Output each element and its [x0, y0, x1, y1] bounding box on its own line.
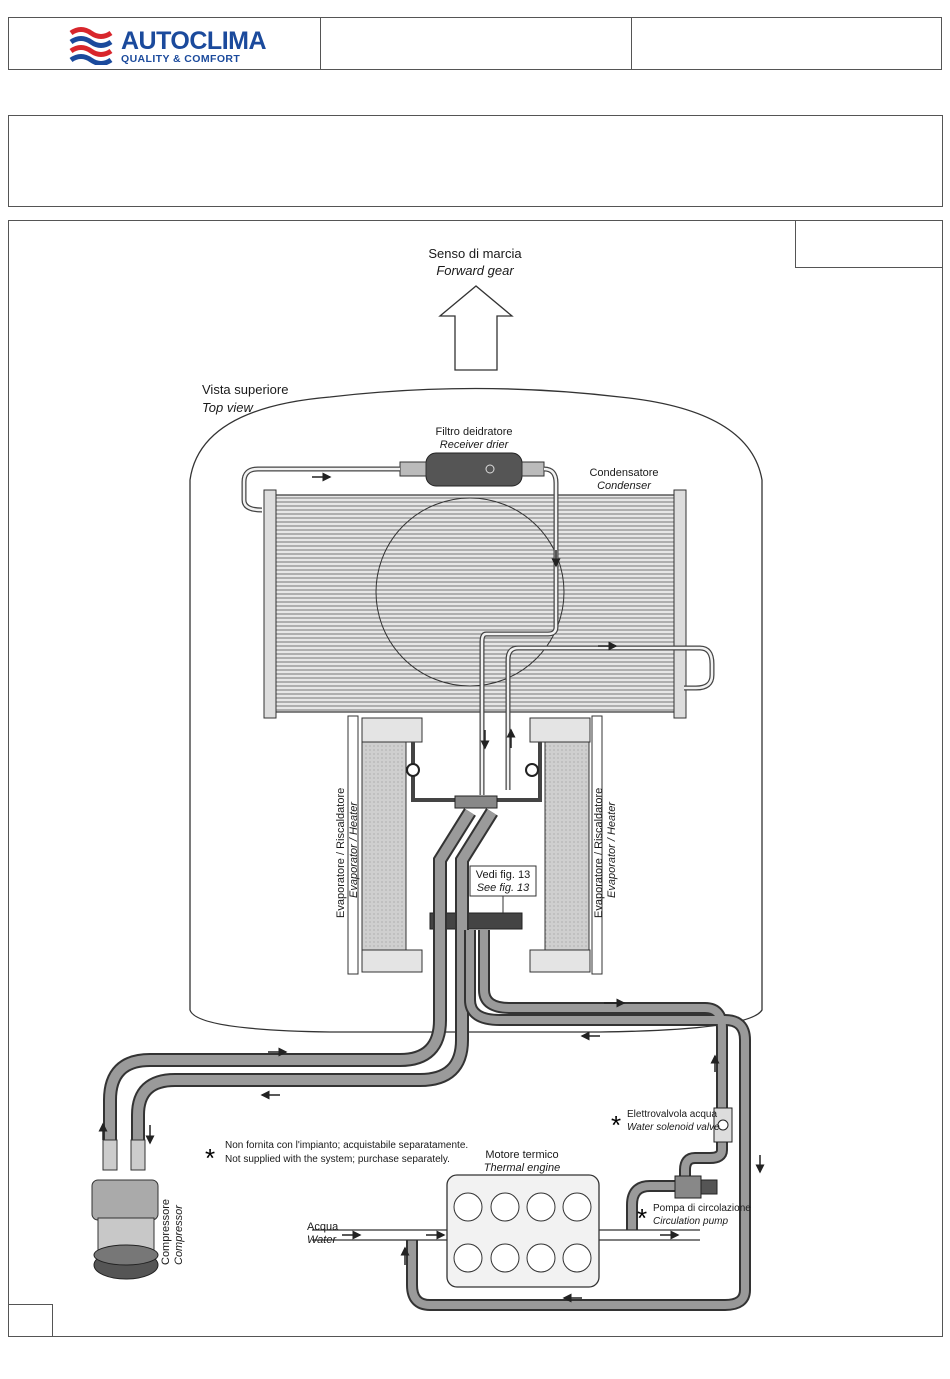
header-logo-cell: AUTOCLIMA QUALITY & COMFORT — [9, 18, 321, 69]
view-label-en: Top view — [202, 400, 254, 415]
evaporator-right-label-en: Evaporator / Heater — [606, 801, 618, 898]
water-label-it: Acqua — [307, 1221, 339, 1233]
see-fig-callout — [469, 865, 537, 897]
receiver-drier-label-en: Receiver drier — [440, 439, 510, 451]
evaporator-left-label-en: Evaporator / Heater — [348, 801, 360, 898]
evaporator-left — [347, 715, 423, 975]
pump-label-it: Pompa di circolazione — [653, 1203, 751, 1214]
header-middle-cell — [321, 18, 632, 69]
document-header: AUTOCLIMA QUALITY & COMFORT — [8, 17, 942, 70]
engine-label-it: Motore termico — [485, 1149, 558, 1161]
evaporator-left-label-it: Evaporatore / Riscaldatore — [335, 788, 347, 918]
compressor-label-it: Compressore — [160, 1199, 172, 1265]
condenser — [263, 489, 687, 719]
note-text-it: Non fornita con l'impianto; acquistabile… — [225, 1140, 468, 1151]
pump-asterisk: * — [637, 1203, 647, 1233]
note-asterisk: * — [205, 1143, 215, 1173]
note-text-en: Not supplied with the system; purchase s… — [225, 1154, 450, 1165]
evaporator-right-label-it: Evaporatore / Riscaldatore — [593, 788, 605, 918]
direction-label-en: Forward gear — [436, 263, 514, 278]
brand-logo: AUTOCLIMA QUALITY & COMFORT — [121, 27, 267, 66]
evaporator-manifold — [406, 742, 542, 930]
compressor-hoses — [103, 808, 498, 1140]
thermal-engine — [312, 1174, 700, 1288]
see-fig-label-en: See fig. 13 — [477, 882, 530, 894]
pump-label-en: Circulation pump — [653, 1216, 728, 1227]
vehicle-outline — [189, 387, 763, 1033]
evaporator-right — [529, 715, 603, 975]
page-number-box — [8, 1304, 53, 1337]
autoclima-logo-icon — [69, 27, 113, 65]
solenoid-asterisk: * — [611, 1110, 621, 1140]
condenser-label-it: Condensatore — [589, 467, 658, 479]
receiver-drier — [399, 452, 545, 487]
solenoid-label-en: Water solenoid valve — [627, 1122, 720, 1133]
condenser-label-en: Condenser — [597, 480, 652, 492]
receiver-drier-label-it: Filtro deidratore — [435, 426, 512, 438]
brand-tagline: QUALITY & COMFORT — [121, 53, 241, 65]
circulation-pump — [674, 1175, 718, 1199]
compressor-label-en: Compressor — [173, 1204, 185, 1265]
forward-arrow-icon — [438, 285, 514, 371]
title-box — [8, 115, 943, 207]
solenoid-label-it: Elettrovalvola acqua — [627, 1109, 717, 1120]
view-label-it: Vista superiore — [202, 382, 288, 397]
water-solenoid-valve — [713, 1107, 733, 1143]
figure-frame — [8, 220, 943, 1337]
see-fig-label-it: Vedi fig. 13 — [476, 869, 530, 881]
engine-label-en: Thermal engine — [484, 1162, 560, 1174]
figure-number-box — [795, 220, 943, 268]
brand-name: AUTOCLIMA — [121, 27, 267, 55]
water-label-en: Water — [307, 1234, 337, 1246]
direction-label-it: Senso di marcia — [428, 246, 522, 261]
flow-arrows — [98, 472, 765, 1303]
compressor — [91, 1139, 159, 1280]
